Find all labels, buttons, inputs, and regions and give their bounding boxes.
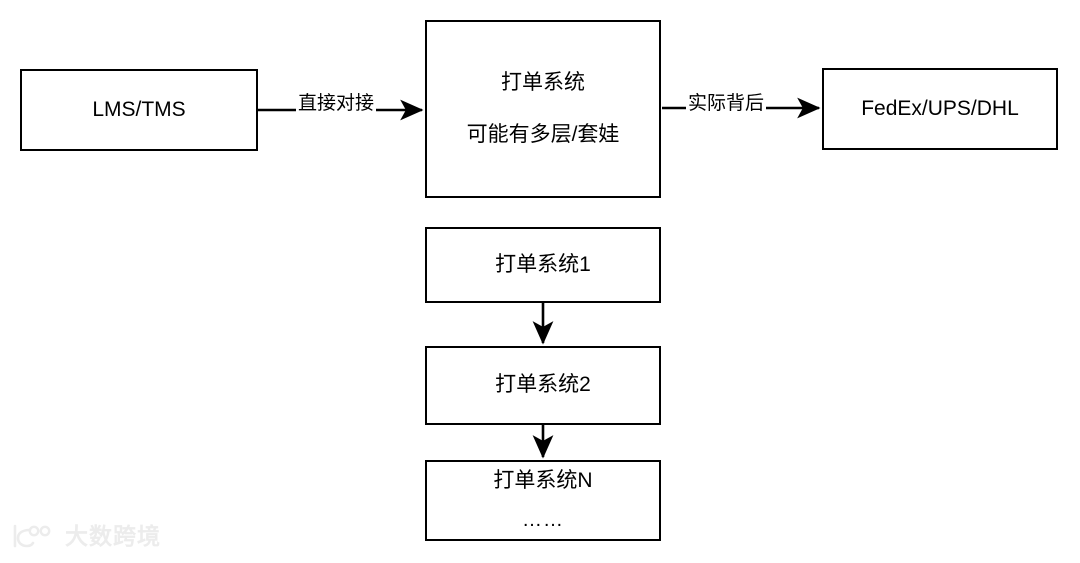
node-printing-system-label: 打单系统: [501, 70, 585, 94]
node-printing-system-n[interactable]: 打单系统N ……: [425, 460, 661, 541]
edge-label-actual-behind: 实际背后: [686, 88, 767, 115]
bigdata-crossborder-logo-icon: [13, 524, 51, 548]
node-lms-tms-label: LMS/TMS: [92, 97, 186, 121]
watermark: 大数跨境: [8, 523, 161, 549]
watermark-text: 大数跨境: [65, 522, 161, 549]
node-carriers-label: FedEx/UPS/DHL: [861, 96, 1019, 120]
node-carriers[interactable]: FedEx/UPS/DHL: [822, 68, 1058, 150]
node-printing-system-n-ellipsis: ……: [522, 509, 564, 532]
node-lms-tms[interactable]: LMS/TMS: [20, 69, 258, 151]
node-printing-system-sublabel: 可能有多层/套娃: [466, 123, 620, 146]
node-printing-system[interactable]: 打单系统 可能有多层/套娃: [425, 20, 661, 198]
node-printing-system-n-label: 打单系统N: [493, 468, 593, 492]
node-printing-system-2[interactable]: 打单系统2: [425, 346, 661, 425]
node-printing-system-1-label: 打单系统1: [495, 252, 591, 276]
node-printing-system-2-label: 打单系统2: [495, 373, 591, 397]
edge-label-direct-integration: 直接对接: [296, 88, 377, 115]
node-printing-system-1[interactable]: 打单系统1: [425, 227, 661, 303]
